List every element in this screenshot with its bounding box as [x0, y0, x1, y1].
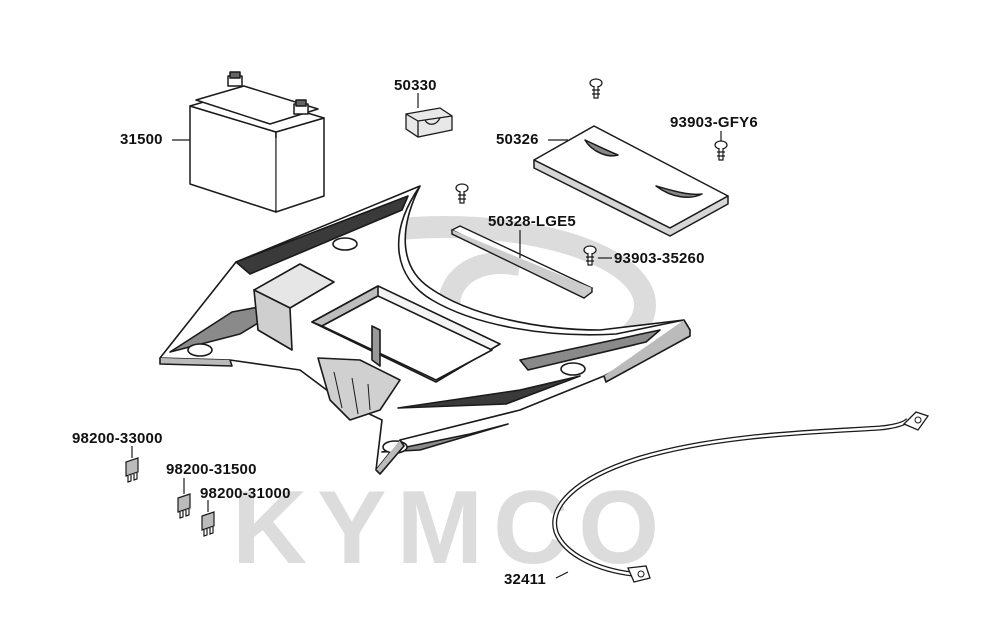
- ground-cable: [552, 411, 930, 583]
- battery: [189, 71, 325, 213]
- callout-battery: 31500: [120, 131, 163, 148]
- cover-screw-top: [589, 78, 603, 99]
- callout-ground-cable: 32411: [504, 571, 546, 588]
- callout-fuse-10a: 98200-31000: [200, 485, 291, 502]
- fuse-30a: [125, 457, 139, 483]
- fuse-10a: [201, 511, 215, 537]
- cover-screw-right: [714, 140, 728, 161]
- callout-battery-pad: 50330: [394, 77, 437, 94]
- floor-panel: [159, 185, 691, 475]
- callout-fuse-15a: 98200-31500: [166, 461, 257, 478]
- strap-screw-right: [583, 245, 597, 266]
- callout-strap-screw: 93903-35260: [614, 250, 705, 267]
- battery-pad: [405, 107, 453, 138]
- strap-screw-left: [455, 183, 469, 204]
- callout-battery-strap: 50328-LGE5: [488, 213, 576, 230]
- callout-fuse-30a: 98200-33000: [72, 430, 163, 447]
- battery-cover: [533, 125, 729, 237]
- battery-strap: [450, 225, 594, 299]
- callout-cover-screw: 93903-GFY6: [670, 114, 758, 131]
- callout-battery-cover: 50326: [496, 131, 539, 148]
- fuse-15a: [177, 493, 191, 519]
